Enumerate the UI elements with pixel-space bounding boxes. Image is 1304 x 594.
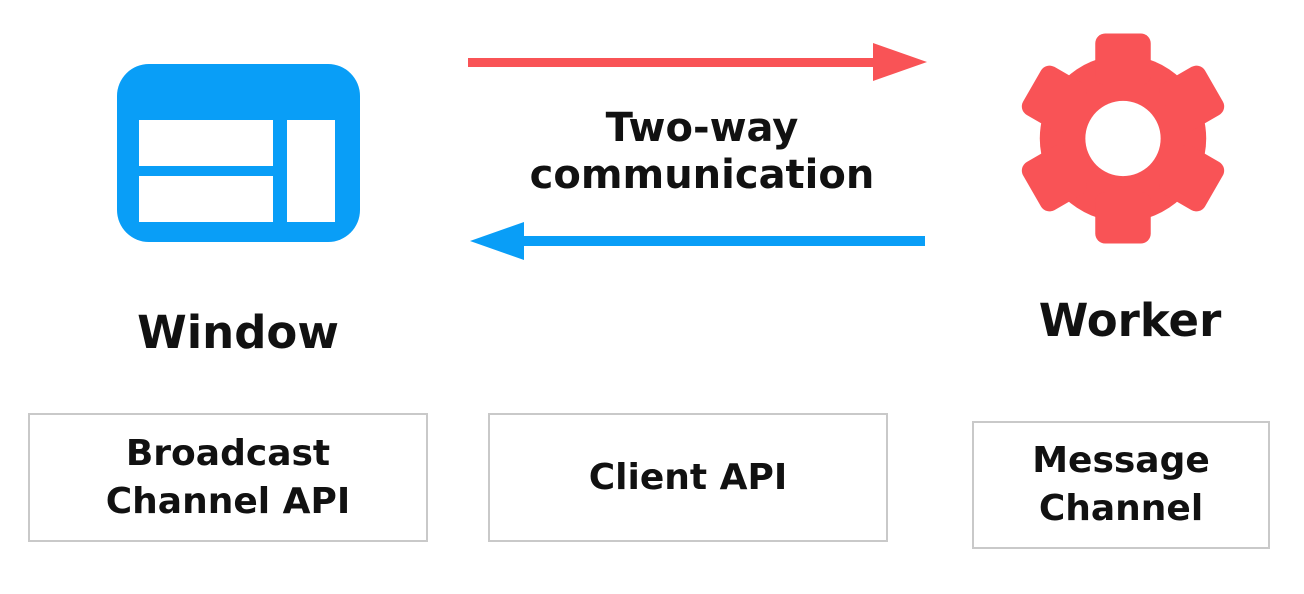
gear-center-hole	[1085, 100, 1161, 177]
blue-left-arrow	[470, 222, 925, 260]
api-box-broadcast-channel: Broadcast Channel API	[28, 413, 428, 542]
api-box-client-api-label: Client API	[588, 456, 788, 498]
api-box-message-channel: Message Channel	[972, 421, 1270, 549]
communication-label: Two-way communication	[452, 105, 952, 199]
api-box-message-channel-label: Message Channel	[1032, 440, 1210, 529]
api-box-broadcast-channel-label: Broadcast Channel API	[105, 432, 351, 522]
red-right-arrow	[468, 43, 927, 81]
window-label: Window	[137, 306, 339, 359]
window-pane-top-left	[139, 120, 273, 166]
worker-label: Worker	[1038, 294, 1222, 347]
blue-arrow-shaft	[524, 236, 925, 246]
gear-icon	[1021, 33, 1225, 244]
red-arrow-shaft	[468, 57, 873, 67]
blue-arrow-head	[470, 222, 524, 260]
api-box-client-api: Client API	[488, 413, 888, 542]
browser-window-icon	[117, 64, 360, 242]
gear-body	[1021, 33, 1225, 244]
window-pane-bottom-left	[139, 176, 273, 222]
window-pane-right	[287, 120, 335, 222]
red-arrow-head	[873, 43, 927, 81]
communication-label-line-1: Two-way	[605, 105, 799, 151]
communication-label-line-2: communication	[529, 152, 875, 198]
